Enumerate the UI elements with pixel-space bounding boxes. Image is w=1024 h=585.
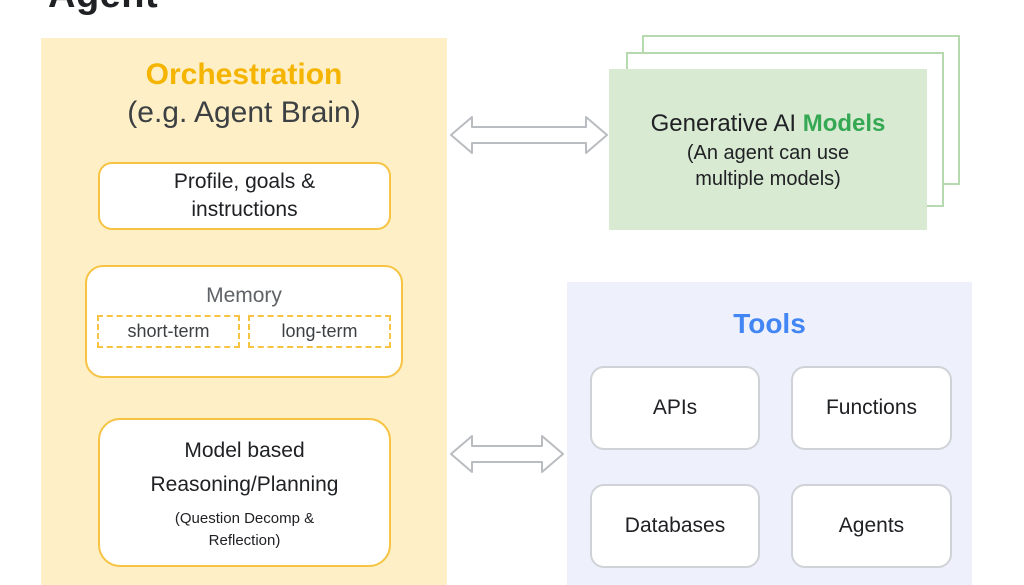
models-heading-highlight: Models bbox=[802, 109, 886, 137]
models-note-line-2: multiple models) bbox=[695, 167, 841, 190]
tools-title: Tools bbox=[733, 308, 806, 339]
models-note-line-1: (An agent can use bbox=[686, 141, 850, 164]
profile-goals-box: Profile, goals & instructions bbox=[98, 162, 391, 230]
tool-functions: Functions bbox=[791, 366, 952, 450]
generative-ai-models-card: Generative AI Models (An agent can use m… bbox=[609, 69, 927, 230]
reasoning-note: (Question Decomp & Reflection) bbox=[175, 508, 314, 552]
models-heading: Generative AI Models bbox=[651, 108, 886, 140]
tool-databases: Databases bbox=[590, 484, 760, 568]
reasoning-tools-arrow bbox=[450, 435, 564, 473]
diagram-title: Agent bbox=[48, 0, 158, 17]
reasoning-note-line-2: Reflection) bbox=[208, 531, 281, 549]
orchestration-models-arrow bbox=[450, 116, 608, 154]
reasoning-note-line-1: (Question Decomp & bbox=[174, 509, 315, 527]
short-term-memory: short-term bbox=[97, 315, 240, 348]
long-term-memory: long-term bbox=[248, 315, 391, 348]
orchestration-subtitle: (e.g. Agent Brain) bbox=[127, 96, 361, 129]
profile-line-1: Profile, goals & bbox=[173, 170, 316, 193]
profile-line-2: instructions bbox=[191, 198, 298, 221]
tool-agents: Agents bbox=[791, 484, 952, 568]
tool-apis: APIs bbox=[590, 366, 760, 450]
memory-title: Memory bbox=[206, 284, 282, 307]
reasoning-line-2: Reasoning/Planning bbox=[150, 472, 339, 496]
orchestration-title: Orchestration bbox=[145, 58, 343, 91]
reasoning-planning-box: Model based Reasoning/Planning (Question… bbox=[98, 418, 391, 567]
reasoning-line-1: Model based bbox=[184, 438, 305, 462]
models-heading-prefix: Generative AI bbox=[650, 109, 803, 137]
